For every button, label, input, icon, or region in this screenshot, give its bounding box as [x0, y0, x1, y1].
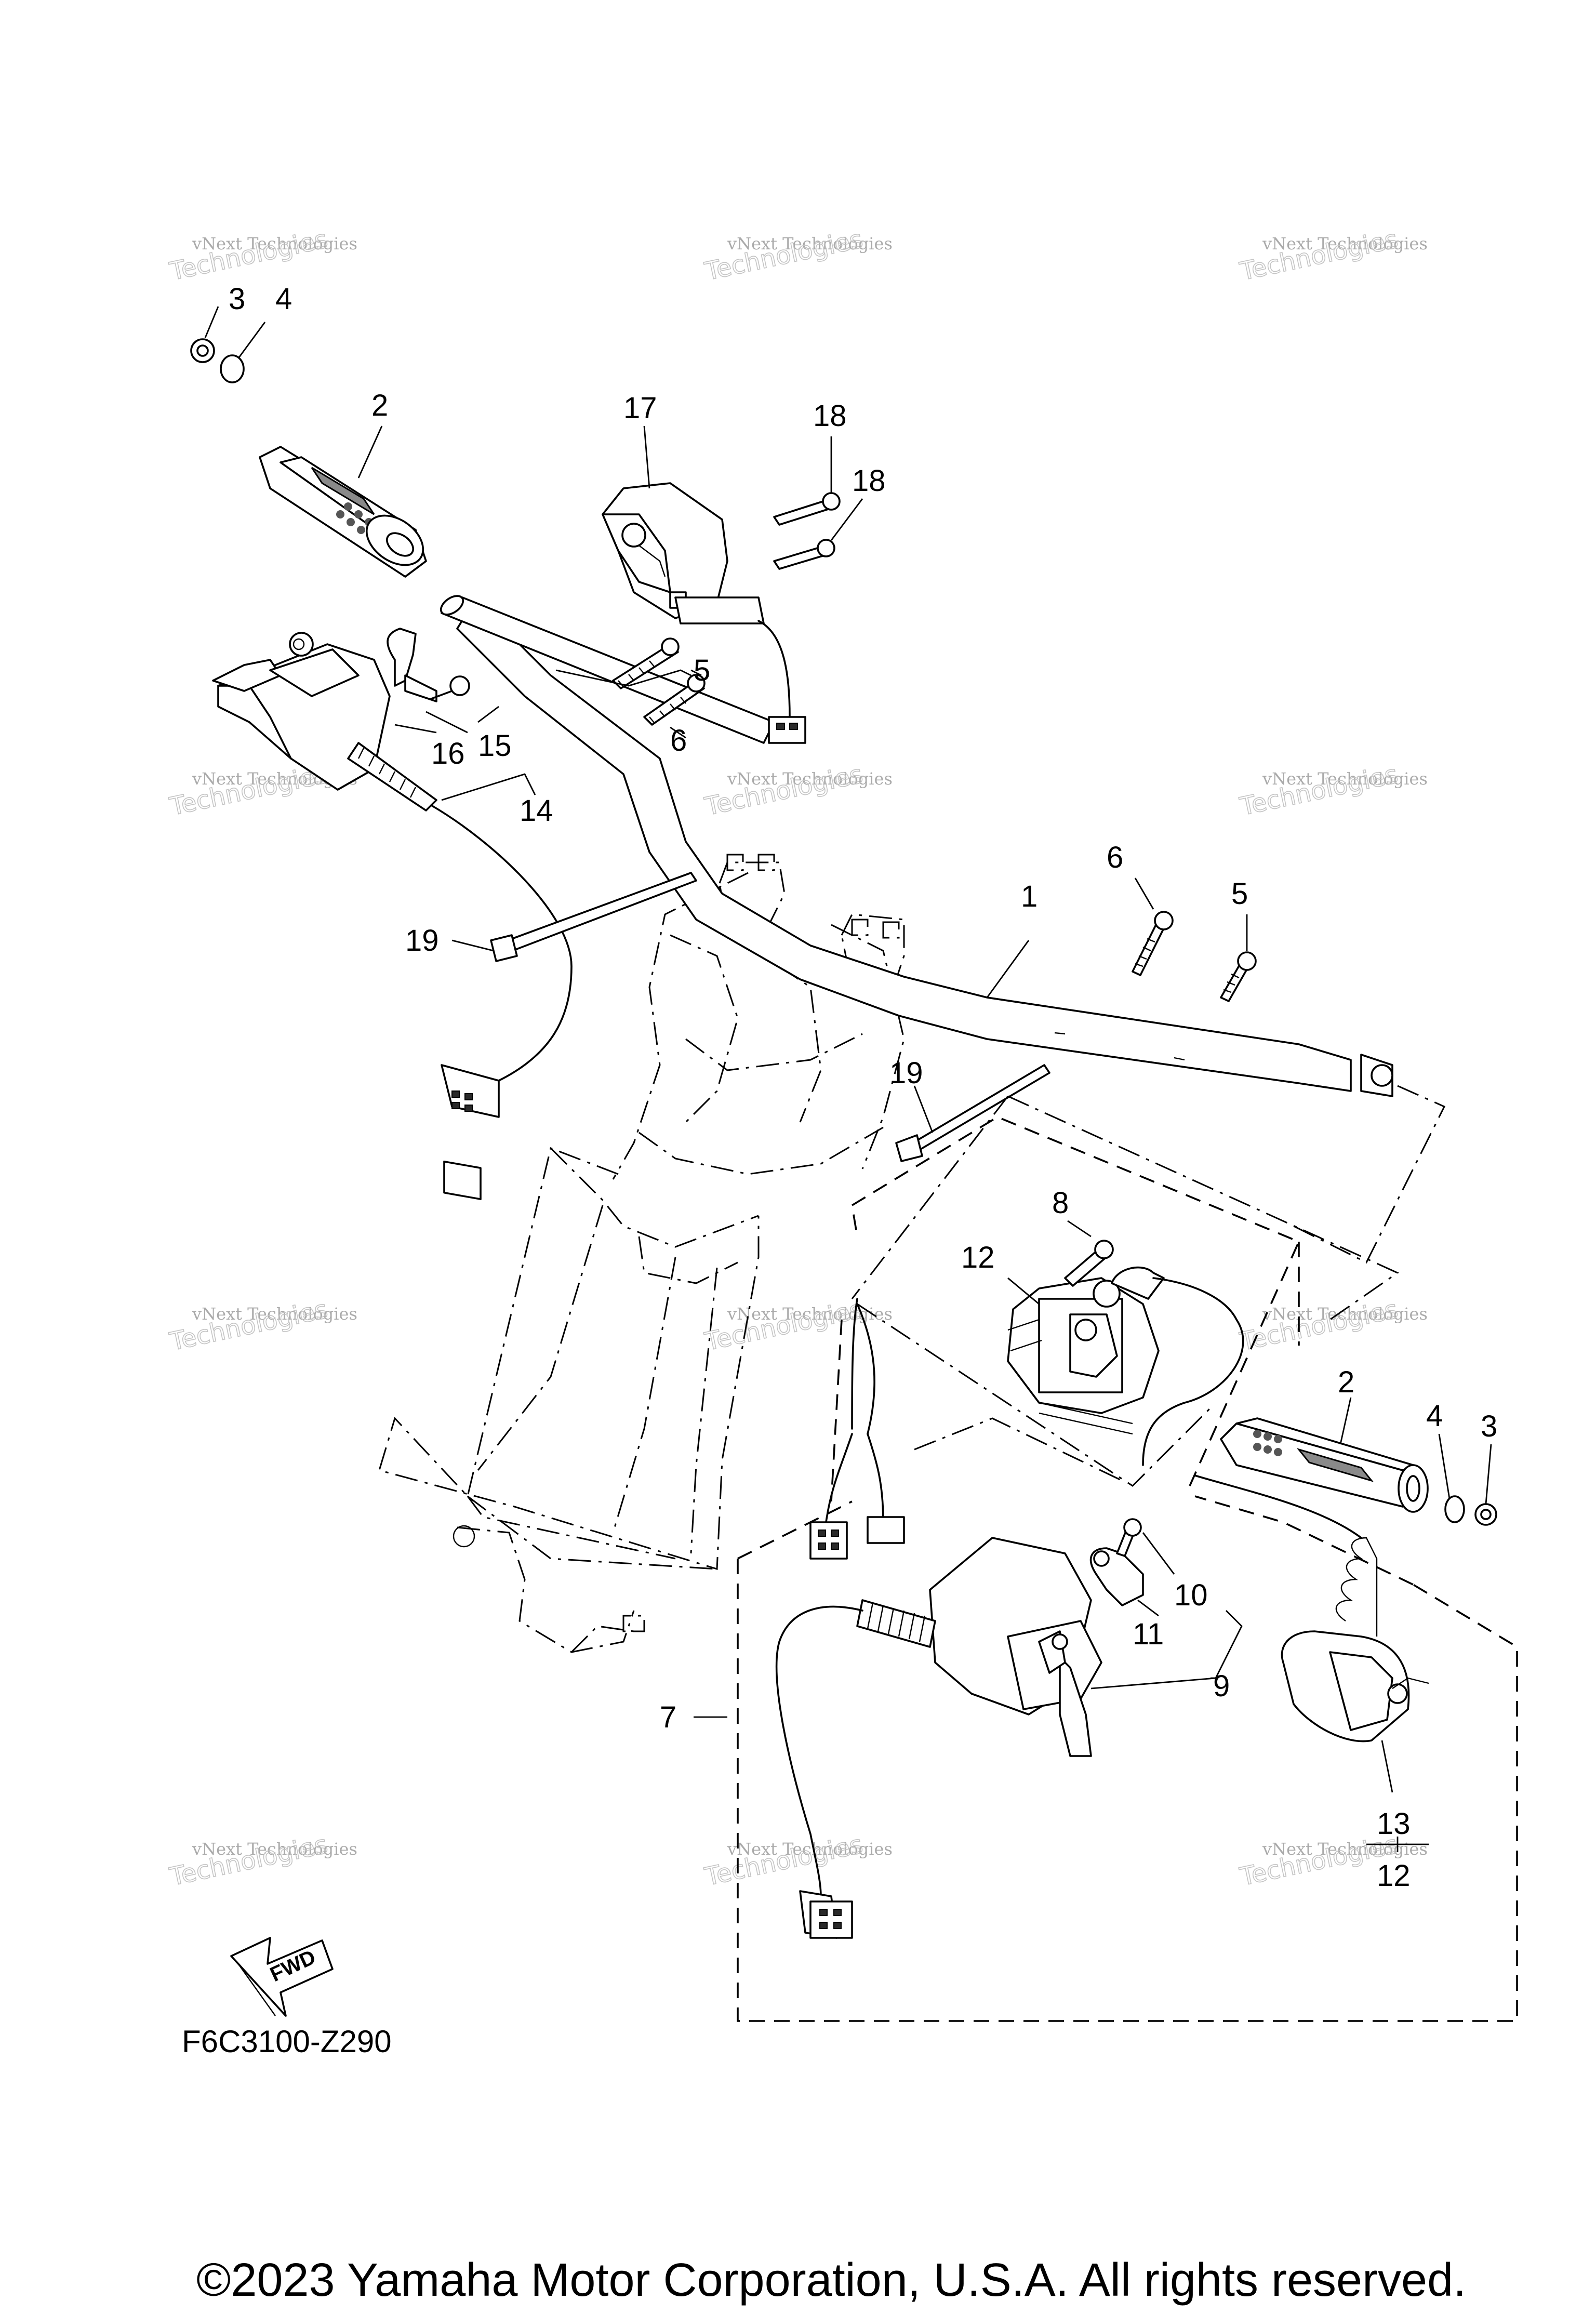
callout-12: 12	[961, 1241, 995, 1274]
callout-7: 7	[660, 1700, 676, 1734]
callout-5: 5	[694, 654, 710, 687]
right-grip	[1220, 1397, 1429, 1513]
steering-column-phantom	[378, 854, 905, 1653]
svg-text:vNext Technologies: vNext Technologies	[727, 234, 893, 254]
callout-3: 3	[1481, 1409, 1497, 1443]
callout-6: 6	[1107, 841, 1123, 874]
left-connector	[441, 1064, 500, 1200]
callout-17: 17	[623, 391, 657, 425]
callout-15: 15	[478, 729, 512, 763]
callout-19: 19	[889, 1056, 923, 1090]
callout-5: 5	[1231, 877, 1248, 911]
callout-3: 3	[229, 282, 245, 316]
callout-4: 4	[1426, 1399, 1443, 1433]
left-grip	[259, 425, 427, 578]
callout-19: 19	[405, 924, 439, 957]
figure-code: F6C3100-Z290	[182, 2024, 392, 2059]
right-lever-bracket	[1089, 1547, 1159, 1617]
holder-bolt-6-upper	[643, 674, 706, 726]
switch-housing	[602, 425, 806, 744]
holder-bolt-5-right	[1220, 914, 1257, 1002]
right-switch-screw	[1064, 1220, 1114, 1287]
left-lever-screw	[430, 675, 470, 700]
cable-tie-right	[895, 1064, 1050, 1162]
right-grip-nut	[1474, 1444, 1497, 1526]
right-grip-washer	[1438, 1433, 1465, 1523]
callout-6: 6	[670, 724, 687, 757]
callout-labels: 3 4 2 17 18 18 5 6 15 16 14 19 1 6 5 19 …	[229, 282, 1497, 1893]
svg-text:vNext Technologies: vNext Technologies	[727, 1839, 893, 1859]
switch-screw-lower	[773, 498, 863, 570]
holder-bolt-6-right	[1132, 877, 1174, 976]
callout-13: 13	[1377, 1807, 1411, 1841]
svg-text:vNext Technologies: vNext Technologies	[192, 1839, 357, 1859]
handlebar	[440, 595, 1446, 1264]
callout-10: 10	[1174, 1578, 1208, 1612]
lanyard-cap	[1194, 1474, 1429, 1793]
right-lever	[775, 1537, 1102, 1939]
callout-4: 4	[275, 282, 292, 316]
fwd-arrow-icon: FWD	[230, 1937, 334, 2017]
cable-tie-left	[451, 872, 697, 962]
svg-text:vNext Technologies: vNext Technologies	[1262, 1839, 1428, 1859]
right-upper-switch	[1007, 1277, 1160, 1435]
callout-14: 14	[520, 794, 553, 828]
callout-9: 9	[1213, 1669, 1230, 1703]
svg-text:vNext Technologies: vNext Technologies	[727, 769, 893, 789]
right-switch-assembly	[737, 1095, 1518, 2022]
right-lever-screw	[1116, 1518, 1175, 1575]
svg-text:vNext Technologies: vNext Technologies	[1262, 234, 1428, 254]
svg-text:vNext Technologies: vNext Technologies	[192, 1304, 357, 1324]
callout-16: 16	[431, 737, 465, 770]
switch-screw-upper	[773, 436, 841, 526]
callout-18: 18	[813, 399, 847, 433]
callout-2: 2	[1338, 1365, 1354, 1399]
svg-text:vNext Technologies: vNext Technologies	[727, 1304, 893, 1324]
callout-18: 18	[852, 464, 886, 498]
svg-text:vNext Technologies: vNext Technologies	[1262, 1304, 1428, 1324]
callout-8: 8	[1052, 1186, 1069, 1220]
left-grip-washer	[220, 322, 266, 383]
callout-2: 2	[371, 389, 388, 422]
callout-11: 11	[1133, 1617, 1164, 1651]
left-lever-coil	[347, 742, 437, 812]
left-grip-nut	[190, 306, 219, 363]
copyright-notice: ©2023 Yamaha Motor Corporation, U.S.A. A…	[196, 2254, 1467, 2306]
callout-12: 12	[1377, 1859, 1411, 1893]
left-lever-assembly	[212, 628, 573, 1082]
callout-1: 1	[1021, 880, 1038, 913]
svg-text:vNext Technologies: vNext Technologies	[1262, 769, 1428, 789]
svg-text:vNext Technologies: vNext Technologies	[192, 234, 357, 254]
